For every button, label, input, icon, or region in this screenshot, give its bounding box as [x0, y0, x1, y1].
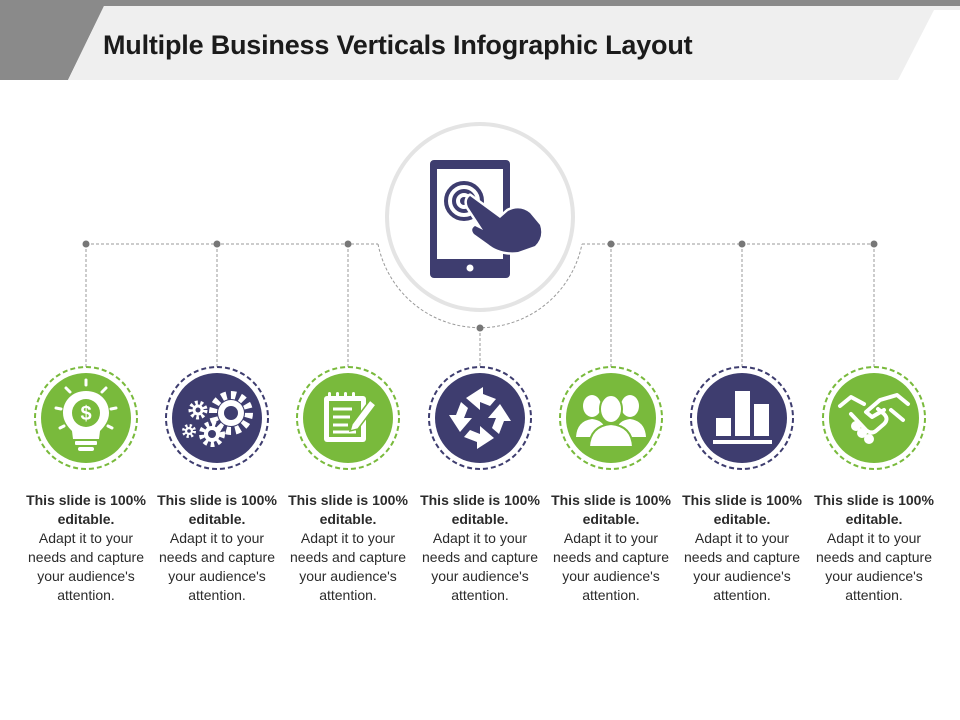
caption-6: This slide is 100% editable. Adapt it to…	[680, 491, 804, 605]
caption-body: Adapt it to your needs and capture your …	[422, 530, 538, 603]
center-hub	[385, 122, 575, 312]
caption-body: Adapt it to your needs and capture your …	[684, 530, 800, 603]
header-accent	[0, 6, 104, 80]
item-circle-5	[559, 366, 663, 470]
caption-lead: This slide is 100% editable.	[682, 492, 802, 527]
item-circle-7	[822, 366, 926, 470]
caption-lead: This slide is 100% editable.	[420, 492, 540, 527]
item-circle-3	[296, 366, 400, 470]
caption-body: Adapt it to your needs and capture your …	[553, 530, 669, 603]
cycle-arrows-icon	[449, 387, 511, 449]
team-icon	[576, 394, 646, 448]
caption-body: Adapt it to your needs and capture your …	[816, 530, 932, 603]
handshake-icon	[838, 393, 910, 444]
idea-dollar-icon: $	[54, 378, 118, 451]
caption-lead: This slide is 100% editable.	[26, 492, 146, 527]
item-circle-4	[428, 366, 532, 470]
caption-lead: This slide is 100% editable.	[288, 492, 408, 527]
bar-chart-icon	[713, 391, 772, 444]
caption-lead: This slide is 100% editable.	[814, 492, 934, 527]
caption-lead: This slide is 100% editable.	[157, 492, 277, 527]
caption-5: This slide is 100% editable. Adapt it to…	[549, 491, 673, 605]
tablet-touch-icon	[430, 160, 544, 278]
page-title: Multiple Business Verticals Infographic …	[103, 30, 693, 60]
notepad-icon	[324, 392, 378, 442]
caption-body: Adapt it to your needs and capture your …	[159, 530, 275, 603]
caption-4: This slide is 100% editable. Adapt it to…	[418, 491, 542, 605]
item-circle-1: $	[34, 366, 138, 470]
caption-lead: This slide is 100% editable.	[551, 492, 671, 527]
connector-dots	[82, 240, 878, 332]
item-circle-2	[165, 366, 269, 470]
caption-2: This slide is 100% editable. Adapt it to…	[155, 491, 279, 605]
caption-body: Adapt it to your needs and capture your …	[290, 530, 406, 603]
item-circle-6	[690, 366, 794, 470]
svg-text:$: $	[80, 403, 91, 425]
gears-icon	[182, 391, 253, 447]
caption-body: Adapt it to your needs and capture your …	[28, 530, 144, 603]
header-top-rule	[0, 0, 960, 6]
caption-3: This slide is 100% editable. Adapt it to…	[286, 491, 410, 605]
header-banner	[68, 6, 960, 80]
caption-7: This slide is 100% editable. Adapt it to…	[812, 491, 936, 605]
caption-1: This slide is 100% editable. Adapt it to…	[24, 491, 148, 605]
